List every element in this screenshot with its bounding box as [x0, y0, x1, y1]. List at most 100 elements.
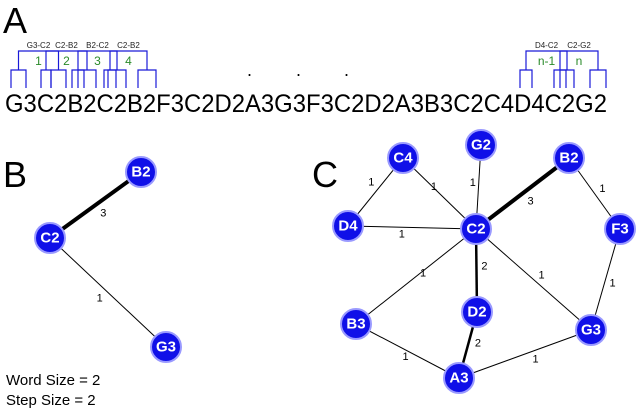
- node-circle: [465, 129, 497, 161]
- bracket-number: 4: [125, 54, 132, 68]
- graph-c-edge-b3-a3: [355, 323, 460, 379]
- bracket-line: [40, 50, 97, 88]
- bracket-label: G3-C2: [27, 41, 51, 50]
- bracket-line: [519, 50, 575, 88]
- word-bracket: B2-C2 3: [71, 41, 127, 88]
- bracket-number: 1: [35, 54, 42, 68]
- graph-c-node-a3: A3: [443, 362, 475, 394]
- graph-c-node-b3: B3: [340, 308, 372, 340]
- word-brackets: G3-C2 1 C2-B2 2 B2-C2 3 C2-B2 4 D4-C2 n-1 C2-G2 n: [10, 41, 607, 88]
- graph-c-edge-c2-c4: [402, 157, 477, 230]
- bracket-label: C2-B2: [55, 41, 78, 50]
- node-circle: [125, 156, 157, 188]
- node-label: C2: [466, 221, 485, 238]
- node-label: B3: [346, 316, 365, 333]
- word-size-label: Word Size = 2: [6, 372, 100, 389]
- ellipsis: . . .: [247, 60, 349, 80]
- node-label: G3: [156, 339, 176, 356]
- graph-b-node-b2: B2: [125, 156, 157, 188]
- bracket-label: C2-G2: [567, 41, 591, 50]
- graph-b-edge-weight: 3: [100, 208, 106, 220]
- graph-c-node-c4: C4: [387, 142, 419, 174]
- word-bracket: C2-B2 2: [40, 41, 97, 88]
- graph-b-edges: 31: [48, 170, 167, 348]
- graph-c-edge-a3-g3: [458, 329, 592, 379]
- node-label: C4: [393, 150, 413, 167]
- node-label: G2: [471, 137, 491, 154]
- graph-c-edge-weight: 1: [402, 351, 408, 363]
- sequence-text: G3C2B2C2B2F3C2D2A3G3F3C2D2A3B3C2C4D4C2G2: [5, 90, 607, 118]
- graph-c-edge-weight: 1: [399, 228, 405, 240]
- graph-c-edge-weight: 1: [420, 268, 426, 280]
- node-label: B2: [559, 150, 578, 167]
- bracket-number: n-1: [538, 54, 556, 68]
- graph-c-edge-c2-b3: [355, 228, 477, 325]
- node-label: A3: [449, 370, 468, 387]
- graph-c-node-d4: D4: [332, 210, 364, 242]
- graph-c-edge-weight: 1: [538, 270, 544, 282]
- graph-b-edge-c2-b2: [48, 170, 143, 240]
- graph-c-edge-weight: 1: [368, 177, 374, 189]
- graph-c-node-g2: G2: [465, 129, 497, 161]
- word-bracket: C2-B2 4: [103, 41, 157, 88]
- bracket-label: C2-B2: [117, 41, 140, 50]
- node-label: F3: [611, 221, 629, 238]
- bracket-label: D4-C2: [535, 41, 559, 50]
- node-circle: [443, 362, 475, 394]
- node-circle: [340, 308, 372, 340]
- graph-b-node-c2: C2: [34, 222, 66, 254]
- bracket-line: [103, 50, 157, 88]
- node-circle: [604, 213, 636, 245]
- bracket-line: [71, 50, 127, 88]
- node-circle: [461, 296, 493, 328]
- graph-c-edge-weight: 2: [481, 260, 487, 272]
- word-bracket: D4-C2 n-1: [519, 41, 575, 88]
- graph-c-edge-weight: 1: [533, 354, 539, 366]
- bracket-number: n: [576, 54, 583, 68]
- node-label: D4: [338, 218, 358, 235]
- node-circle: [553, 142, 585, 174]
- bracket-number: 2: [63, 54, 70, 68]
- node-circle: [575, 314, 607, 346]
- graph-c-node-d2: D2: [461, 296, 493, 328]
- graph-c-edge-c2-g3: [475, 228, 592, 331]
- node-circle: [150, 331, 182, 363]
- node-circle: [387, 142, 419, 174]
- graph-c-edge-weight: 3: [527, 196, 533, 208]
- graph-c-edge-weight: 2: [475, 338, 481, 350]
- graph-c-edge-c2-d4: [347, 225, 477, 230]
- graph-c-edges: 3 1 1 1 1 1 1 2 1 1 2 1 1: [347, 144, 621, 379]
- graph-b-node-g3: G3: [150, 331, 182, 363]
- bracket-label: B2-C2: [86, 41, 109, 50]
- graph-c-edge-weight: 1: [609, 278, 615, 290]
- node-circle: [460, 213, 492, 245]
- graph-c-edge-c2-b2: [474, 156, 571, 231]
- node-label: C2: [40, 230, 59, 247]
- ellipsis-dot: .: [247, 60, 252, 80]
- graph-c-node-b2: B2: [553, 142, 585, 174]
- graph-c-edge-weight: 1: [470, 177, 476, 189]
- bracket-number: 3: [94, 54, 101, 68]
- ellipsis-dot: .: [344, 60, 349, 80]
- bracket-line: [553, 50, 607, 88]
- graph-c-edge-weight: 1: [431, 181, 437, 193]
- graph-c-node-c2: C2: [460, 213, 492, 245]
- panel-label-b: B: [3, 154, 27, 195]
- ellipsis-dot: .: [296, 60, 301, 80]
- graph-c-edge-weight: 1: [599, 183, 605, 195]
- graph-c-edge-f3-g3: [590, 228, 621, 331]
- node-label: B2: [131, 164, 150, 181]
- graph-b-edge-weight: 1: [97, 292, 103, 304]
- node-circle: [34, 222, 66, 254]
- graph-b-edge-c2-g3: [49, 237, 167, 348]
- panel-label-c: C: [312, 154, 338, 195]
- graph-c-node-g3: G3: [575, 314, 607, 346]
- node-label: D2: [467, 304, 486, 321]
- step-size-label: Step Size = 2: [6, 392, 96, 409]
- word-bracket: C2-G2 n: [553, 41, 607, 88]
- node-label: G3: [581, 322, 601, 339]
